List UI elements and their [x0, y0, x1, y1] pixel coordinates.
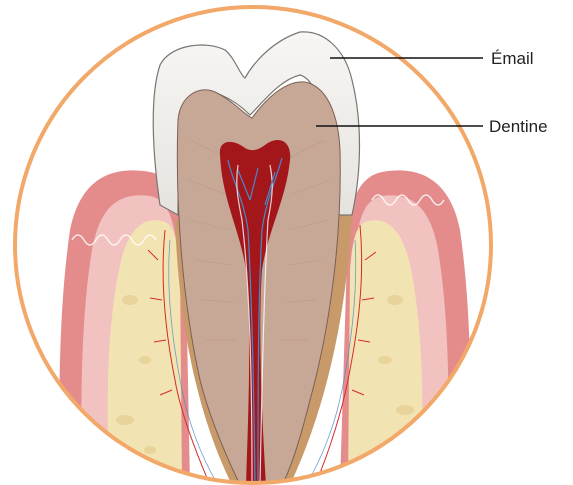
dentine-label: Dentine — [489, 117, 548, 136]
enamel-label: Émail — [491, 49, 534, 68]
